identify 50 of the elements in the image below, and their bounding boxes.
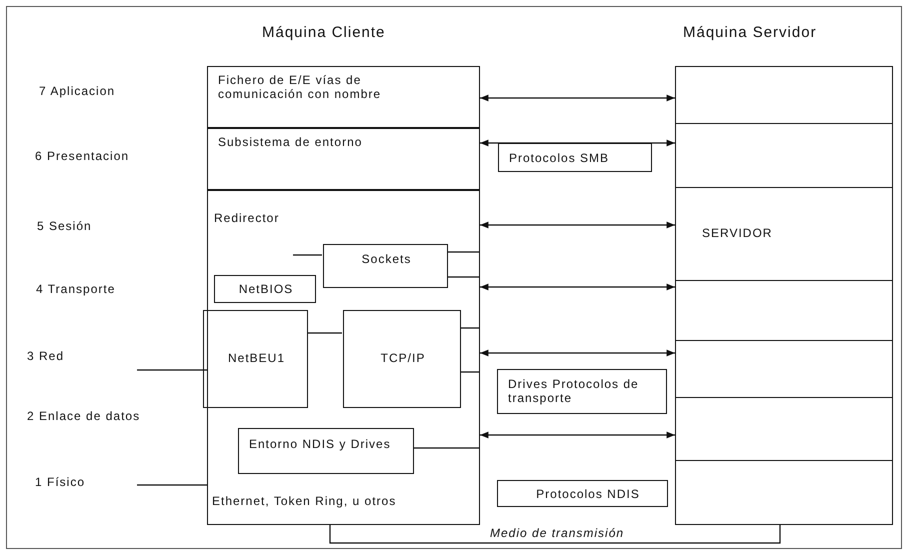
layer-box — [675, 187, 893, 281]
node-label: NetBEU1 — [226, 351, 286, 365]
connector-line — [307, 332, 342, 334]
double-arrow — [480, 432, 675, 438]
protocol-box — [323, 244, 448, 288]
protocol-box — [497, 480, 668, 507]
node-label: NetBIOS — [238, 282, 294, 296]
protocol-box — [497, 369, 667, 414]
node-label: Sockets — [360, 252, 412, 266]
double-arrow — [480, 284, 675, 290]
double-arrow — [480, 94, 675, 102]
node-label: SERVIDOR — [702, 226, 774, 240]
node-label: Redirector — [214, 211, 280, 225]
layer-box — [675, 460, 893, 525]
protocol-box — [498, 143, 652, 172]
layer-box — [207, 66, 480, 128]
double-arrow — [480, 140, 675, 146]
layer-label: 6 Presentacion — [35, 149, 130, 163]
column-heading: Máquina Servidor — [683, 24, 817, 41]
column-heading: Máquina Cliente — [262, 24, 386, 41]
layer-label: 5 Sesión — [37, 219, 92, 233]
node-label: Protocolos NDIS — [535, 487, 641, 501]
connector-line — [329, 525, 781, 544]
layer-box — [675, 340, 893, 398]
layer-label: 1 Físico — [35, 475, 86, 489]
connector-line — [137, 484, 207, 486]
node-label: Fichero de E/E vías de comunicación con nombre — [218, 73, 382, 101]
protocol-box — [203, 310, 308, 408]
node-label: Drives Protocolos de transporte — [508, 377, 640, 405]
node-note: Ethernet, Token Ring, u otros — [212, 494, 398, 508]
layer-box — [675, 397, 893, 461]
protocol-box — [238, 428, 414, 474]
node-label: Subsistema de entorno — [218, 135, 364, 149]
protocol-box — [214, 275, 316, 303]
layer-box — [675, 123, 893, 188]
layer-box — [207, 128, 480, 190]
node-label: TCP/IP — [380, 351, 426, 365]
layer-label: 3 Red — [27, 349, 64, 363]
layer-box — [675, 66, 893, 124]
node-label: Entorno NDIS y Drives — [249, 437, 392, 451]
layer-box — [675, 280, 893, 341]
double-arrow — [480, 350, 675, 356]
node-label: Protocolos SMB — [509, 151, 610, 165]
double-arrow — [480, 222, 675, 228]
layer-label: 7 Aplicacion — [39, 84, 116, 98]
connector-line — [293, 254, 322, 256]
connector-line — [137, 369, 207, 371]
protocol-box — [343, 310, 461, 408]
layer-label: 4 Transporte — [36, 282, 116, 296]
layer-label: 2 Enlace de datos — [27, 409, 140, 423]
